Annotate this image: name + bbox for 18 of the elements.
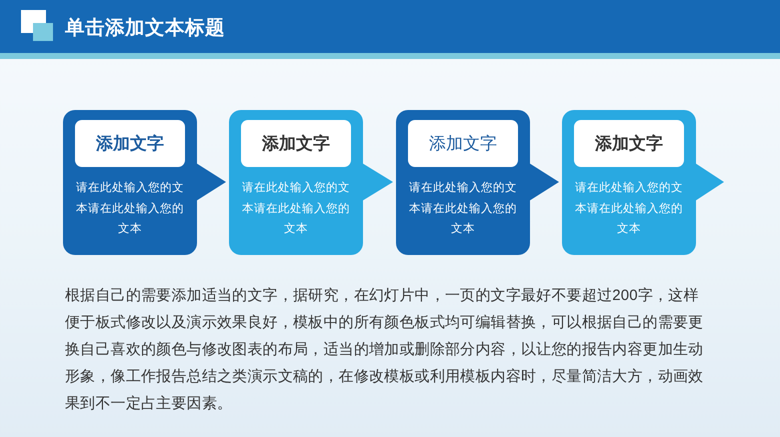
body-text: 请在此处输入您的文本请在此处输入您的文本 <box>75 179 185 237</box>
callout-card <box>229 110 363 255</box>
heading-label: 添加文字 <box>75 120 185 167</box>
heading-label: 添加文字 <box>574 120 684 167</box>
callout-card <box>63 110 197 255</box>
body-paragraph: 根据自己的需要添加适当的文字，据研究，在幻灯片中，一页的文字最好不要超过200字，这样便于板式修改以及演示效果良好，模板中的所有颜色板式均可编辑替换，可以根据自己的需要更换自己喜欢的颜色与修改图表的布局，适当的增加或删除部分内容，以让您的报告内容更加生动形象，像工作报告总结之类演示文稿的，在修改模板或利用模板内容时，尽量简洁大方，动画效果到不一定占主要因素。 <box>65 286 704 414</box>
callout-card <box>562 110 696 255</box>
heading-label: 添加文字 <box>408 120 518 167</box>
pointer-arrow <box>529 163 559 201</box>
pointer-arrow <box>362 163 393 201</box>
heading-label: 添加文字 <box>241 120 351 167</box>
callout-card <box>396 110 530 255</box>
body-text: 请在此处输入您的文本请在此处输入您的文本 <box>574 179 684 237</box>
body-text: 请在此处输入您的文本请在此处输入您的文本 <box>408 179 518 237</box>
body-text: 请在此处输入您的文本请在此处输入您的文本 <box>241 179 351 237</box>
pointer-arrow <box>196 163 226 201</box>
slide-title: 单击添加文本标题 <box>65 15 225 41</box>
pointer-arrow <box>695 163 724 201</box>
